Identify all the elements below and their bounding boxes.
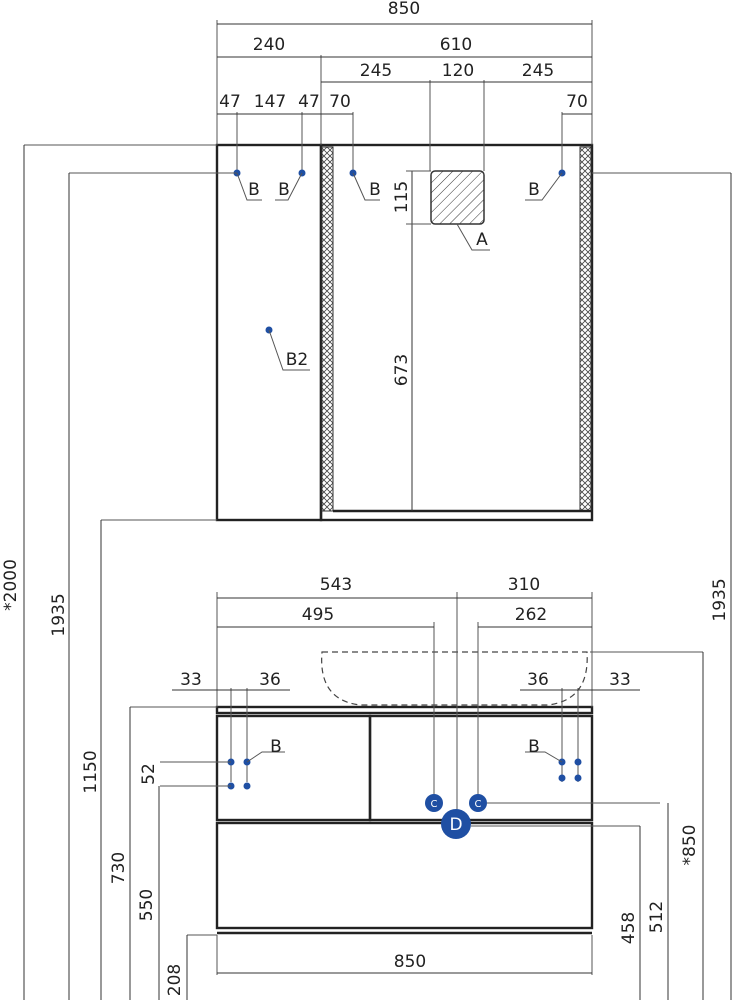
dim-33-left: 33 bbox=[180, 670, 202, 690]
dim-730: 730 bbox=[109, 852, 129, 884]
dim-458: 458 bbox=[619, 912, 639, 944]
upper-drawer-left bbox=[215, 714, 372, 822]
dim-120: 120 bbox=[442, 61, 474, 81]
callout-d-bubble bbox=[441, 809, 471, 839]
dim-47-b: 47 bbox=[298, 92, 320, 112]
callout-b-3: B bbox=[369, 180, 381, 200]
callout-b-4: B bbox=[528, 180, 540, 200]
dim-850-bottom: 850 bbox=[394, 952, 426, 972]
dim-115: 115 bbox=[392, 181, 412, 213]
dim-245-left: 245 bbox=[360, 61, 392, 81]
leg-point-6 bbox=[574, 758, 582, 766]
dim-850-top: 850 bbox=[388, 0, 420, 19]
bottom-view: 543 310 495 262 33 36 36 33 850 B B 52 C bbox=[139, 575, 660, 975]
dim-550: 550 bbox=[137, 889, 157, 921]
dim-245-right: 245 bbox=[522, 61, 554, 81]
dim-240: 240 bbox=[253, 35, 285, 55]
dim-495: 495 bbox=[302, 605, 334, 625]
dim-850-vertical: *850 bbox=[680, 825, 700, 866]
dim-52: 52 bbox=[139, 763, 159, 785]
dim-208: 208 bbox=[165, 964, 185, 996]
callout-a: A bbox=[476, 230, 488, 250]
top-view: 850 240 610 245 120 245 47 147 47 70 70 … bbox=[215, 0, 594, 522]
lower-drawer bbox=[215, 821, 594, 930]
basin-outline bbox=[321, 651, 588, 706]
callout-c-right: C bbox=[475, 799, 482, 810]
callout-b-left: B bbox=[270, 737, 282, 757]
dim-1150: 1150 bbox=[81, 750, 101, 793]
dim-543: 543 bbox=[320, 575, 352, 595]
dim-70-a: 70 bbox=[329, 92, 351, 112]
dim-262: 262 bbox=[515, 605, 547, 625]
left-hatch-strip bbox=[321, 146, 334, 512]
dim-512: 512 bbox=[647, 901, 667, 933]
dim-310: 310 bbox=[508, 575, 540, 595]
dim-2000: *2000 bbox=[1, 559, 21, 611]
mirror-cabinet-right-section bbox=[319, 143, 594, 522]
callout-b-right: B bbox=[528, 737, 540, 757]
dim-36-left: 36 bbox=[259, 670, 281, 690]
callout-b-2: B bbox=[278, 180, 290, 200]
dim-33-right: 33 bbox=[609, 670, 631, 690]
dim-1935-left: 1935 bbox=[49, 593, 69, 636]
leg-point-7 bbox=[558, 774, 566, 782]
dim-36-right: 36 bbox=[527, 670, 549, 690]
dim-47-a: 47 bbox=[219, 92, 241, 112]
callout-c-right-bubble bbox=[469, 794, 487, 812]
socket-box bbox=[430, 170, 485, 225]
callout-c-left-bubble bbox=[425, 794, 443, 812]
right-hatch-strip bbox=[579, 146, 592, 512]
callout-c-left: C bbox=[431, 799, 438, 810]
dim-610: 610 bbox=[440, 35, 472, 55]
callout-b2: B2 bbox=[286, 350, 308, 370]
callout-b-1: B bbox=[248, 180, 260, 200]
dim-1935-right: 1935 bbox=[710, 578, 730, 621]
leg-point-8 bbox=[574, 774, 582, 782]
dim-147: 147 bbox=[254, 92, 286, 112]
vertical-dimensions: *2000 1935 1150 730 550 208 1935 *850 51… bbox=[1, 144, 732, 1000]
dim-70-b: 70 bbox=[566, 92, 588, 112]
leg-point-4 bbox=[243, 782, 251, 790]
countertop bbox=[215, 705, 594, 715]
dim-673: 673 bbox=[392, 354, 412, 386]
callout-d: D bbox=[449, 815, 462, 835]
upper-drawer-right bbox=[368, 714, 594, 822]
